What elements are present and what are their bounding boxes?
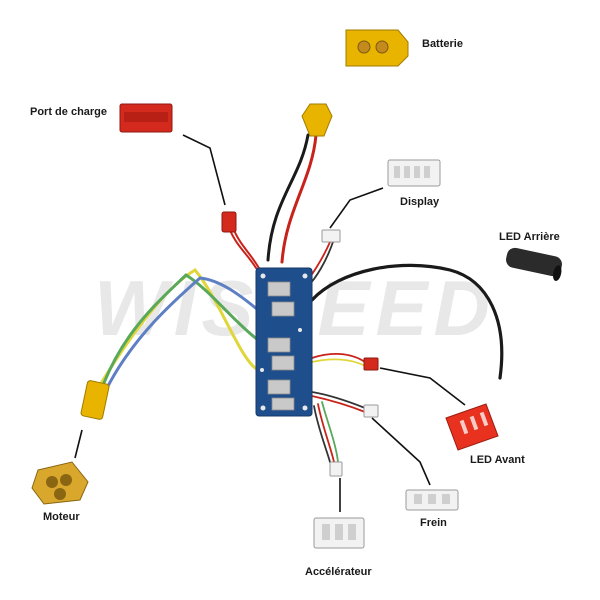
label-brake: Frein xyxy=(420,517,447,529)
brake-wire-2 xyxy=(311,395,366,413)
charge-wire-red1 xyxy=(229,229,257,269)
throttle-wire-2 xyxy=(313,405,331,463)
front-led-wire-1 xyxy=(311,353,366,363)
label-charge-port: Port de charge xyxy=(30,106,108,118)
charge-wire-red2 xyxy=(233,229,261,271)
motor-wire-blue xyxy=(106,276,260,388)
label-front-led: LED Avant xyxy=(470,454,525,466)
throttle-wire-1 xyxy=(317,403,335,463)
motor-wire-yellow xyxy=(98,268,260,387)
battery-wire-red xyxy=(280,133,318,264)
leader-lines xyxy=(74,134,466,512)
mosfet-3 xyxy=(267,337,291,353)
mosfet-2 xyxy=(271,301,295,317)
front-led-connector xyxy=(363,357,499,451)
battery-connector xyxy=(301,29,409,137)
controller-board xyxy=(255,267,313,417)
mosfet-4 xyxy=(271,355,295,371)
brake-wire-1 xyxy=(311,391,366,409)
label-display: Display xyxy=(400,196,440,208)
throttle-wire-3 xyxy=(321,401,339,463)
mosfet-6 xyxy=(271,397,295,411)
charge-port-connector xyxy=(119,103,237,233)
front-led-wire-2 xyxy=(311,358,366,367)
leader-display xyxy=(329,187,384,229)
rear-led-connector xyxy=(506,247,562,281)
motor-connector xyxy=(31,380,110,505)
display-connector xyxy=(321,159,441,243)
rear-led-wire xyxy=(310,263,504,380)
mosfet-1 xyxy=(267,281,291,297)
leader-moteur xyxy=(74,429,83,459)
battery-wire-black xyxy=(266,133,310,262)
mosfet-5 xyxy=(267,379,291,395)
leader-led-avant xyxy=(379,367,466,406)
leader-frein xyxy=(371,417,431,486)
label-motor: Moteur xyxy=(43,511,80,523)
throttle-connector xyxy=(313,461,365,549)
brake-connector xyxy=(363,404,459,511)
leader-charge xyxy=(182,134,226,206)
label-throttle: Accélérateur xyxy=(305,566,372,578)
label-rear-led: LED Arrière xyxy=(499,231,560,243)
motor-wire-green xyxy=(102,273,260,385)
label-battery: Batterie xyxy=(422,38,463,50)
